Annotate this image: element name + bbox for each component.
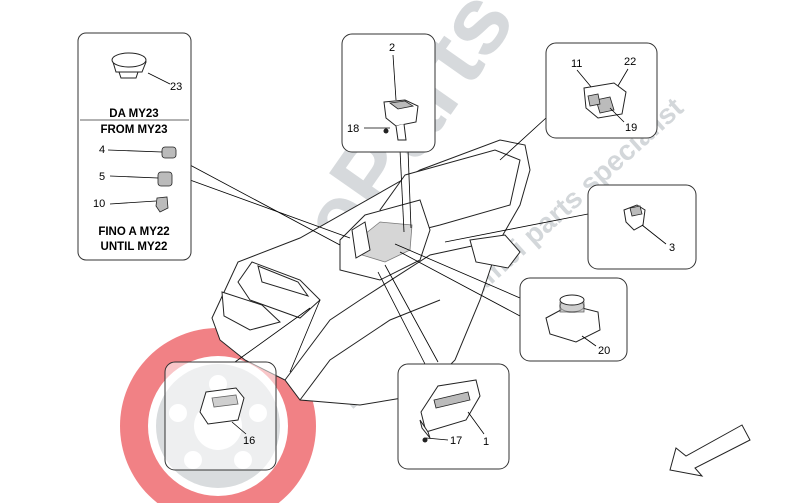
connector-part-4 [161,146,177,159]
era-from-en: FROM MY23 [100,124,167,136]
center-console-assembly [211,139,531,406]
plug-cap-part [111,52,147,79]
callout-10: 10 [93,198,105,210]
callout-22: 22 [624,56,636,68]
connector-part-10 [155,196,169,213]
switch-panel-part [419,379,481,439]
callout-11: 11 [571,58,582,70]
callout-box-switch-panel: 17 1 [397,363,510,470]
callout-17: 17 [450,435,462,447]
connector-part-5 [157,171,173,187]
direction-arrow-icon [669,424,751,477]
callout-19: 19 [625,122,637,134]
callout-1: 1 [483,436,489,448]
callout-box-left: 23 DA MY23 FROM MY23 4 5 10 FINO A MY22 … [77,32,192,261]
electronic-module-part [199,387,245,425]
callout-box-controller: 20 [519,277,628,362]
callout-20: 20 [598,345,610,357]
selector-switch-part [383,99,419,141]
leader-lines [189,117,589,373]
callout-box-module: 16 [164,361,277,471]
era-until-en: UNTIL MY22 [101,241,168,253]
era-until-it: FINO A MY22 [98,226,169,238]
callout-16: 16 [243,435,255,447]
rotary-controller-part [545,294,601,343]
callout-box-switch-pack: 11 22 19 [545,42,658,139]
callout-4: 4 [99,144,105,156]
sensor-part [623,204,646,231]
era-from-it: DA MY23 [109,108,158,120]
callout-2: 2 [389,42,395,54]
callout-3: 3 [669,242,675,254]
callout-23: 23 [170,81,182,93]
callout-18: 18 [347,123,359,135]
callout-box-gear-selector: 2 18 [341,33,436,153]
switch-pack-part [583,82,627,119]
callout-5: 5 [99,171,105,183]
callout-box-sensor: 3 [587,184,697,270]
